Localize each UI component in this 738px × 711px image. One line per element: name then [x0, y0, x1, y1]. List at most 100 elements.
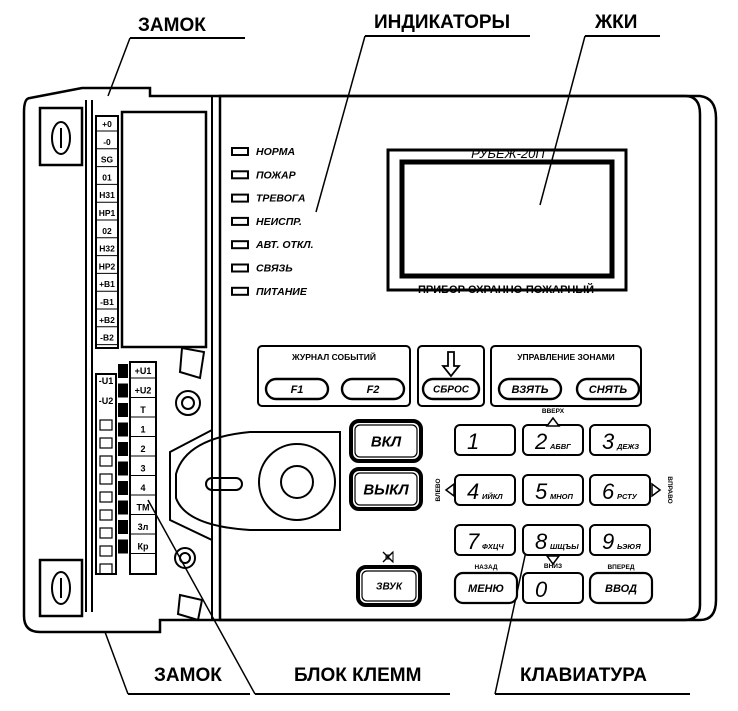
indicator-label: ПИТАНИЕ	[256, 286, 308, 298]
menu-button[interactable]	[453, 571, 519, 605]
disarm-button[interactable]	[575, 377, 641, 401]
lcd-bezel	[386, 148, 628, 292]
front-panel	[218, 94, 702, 622]
indicator-label: НОРМА	[256, 146, 295, 158]
terminal-label: -U1	[99, 376, 114, 386]
terminal-slot	[99, 473, 113, 485]
terminal-slot	[99, 527, 113, 539]
off-button-inner	[354, 472, 418, 506]
terminal-label: +0	[102, 119, 112, 129]
enter-button[interactable]	[588, 571, 654, 605]
nav-forward-label: ВПЕРЕД	[607, 564, 634, 571]
terminal-labels: +0-0SG01H31HP102H32HP2+B1-B1+B2-B2+U1+U2…	[96, 119, 156, 575]
key-4[interactable]	[454, 474, 516, 506]
key-digit: 6	[602, 479, 615, 504]
reset-button[interactable]	[421, 377, 481, 401]
journal-group-title: ЖУРНАЛ СОБЫТИЙ	[291, 351, 376, 362]
left-arrow-icon	[444, 482, 455, 498]
terminal-label: -B2	[100, 333, 114, 343]
speaker-icon	[385, 550, 394, 564]
terminal-label: +B2	[99, 315, 115, 325]
indicator-led	[231, 147, 249, 156]
key-9[interactable]	[589, 524, 651, 556]
arm-button[interactable]	[497, 377, 563, 401]
nav-left-label: ВЛЕВО	[435, 478, 442, 501]
menu-button-label: МЕНЮ	[468, 583, 504, 595]
terminal-label: 3	[140, 464, 145, 474]
key-letters: ЬЭЮЯ	[617, 542, 641, 551]
key-letters: МНОП	[550, 492, 573, 501]
indicator-led	[231, 263, 249, 273]
terminal-slot	[99, 563, 113, 575]
ground-screw-top	[175, 390, 201, 416]
key-digit: 5	[535, 479, 548, 504]
terminal-label: -0	[103, 137, 111, 147]
key-letters: РСТУ	[617, 492, 638, 501]
indicator-led	[231, 286, 249, 296]
leader-terminal	[147, 499, 256, 695]
indicator-label: ПОЖАР	[256, 169, 297, 181]
device-caption: ПРИБОР ОХРАННО-ПОЖАРНЫЙ	[418, 283, 594, 296]
rotary-knob-outer	[258, 443, 336, 521]
terminal-housing	[169, 428, 213, 542]
terminal-label: HP1	[99, 208, 116, 218]
key-letters: ФХЦЧ	[482, 542, 504, 551]
indicator-led	[231, 216, 249, 226]
key-6[interactable]	[589, 474, 651, 506]
terminal-label: SG	[101, 155, 114, 165]
leader-lcd	[539, 35, 586, 206]
sound-button[interactable]	[356, 565, 422, 607]
terminal-screw	[118, 520, 128, 534]
terminal-label: -U2	[99, 396, 114, 406]
terminal-screw	[118, 422, 128, 437]
terminal-screw	[118, 500, 128, 515]
off-button[interactable]	[349, 467, 423, 511]
key-1[interactable]	[454, 424, 516, 456]
key-letters: ИЙКЛ	[482, 492, 503, 501]
lock-top-keyhole	[51, 121, 71, 155]
key-digit: 2	[534, 429, 547, 454]
terminal-label: T	[140, 405, 146, 415]
key-7[interactable]	[454, 524, 516, 556]
callout-keyboard: КЛАВИАТУРА	[520, 665, 647, 686]
key-8[interactable]	[522, 524, 584, 556]
terminal-screw	[118, 383, 128, 398]
ground-screw-bottom-inner	[179, 552, 191, 564]
terminal-label: +U1	[135, 366, 152, 376]
key-5[interactable]	[522, 474, 584, 506]
key-digit: 1	[467, 429, 479, 454]
f1-button[interactable]	[264, 377, 330, 401]
callout-terminal-block: БЛОК КЛЕММ	[294, 665, 422, 686]
terminal-slot	[99, 437, 113, 449]
f1-button-label: F1	[291, 384, 304, 396]
latch-bottom	[176, 593, 204, 622]
lower-terminal-block-right	[129, 361, 157, 575]
lcd-display: РУБЕЖ-20П ПРИБОР ОХРАННО-ПОЖАРНЫЙ	[386, 146, 628, 296]
terminal-label: 3л	[138, 522, 149, 532]
callout-lock-bottom: ЗАМОК	[154, 665, 222, 686]
on-button[interactable]	[349, 419, 423, 463]
terminal-screw	[118, 403, 128, 417]
terminal-label: H31	[99, 190, 115, 200]
key-3[interactable]	[589, 424, 651, 456]
indicator-led	[231, 240, 249, 250]
f2-button-label: F2	[367, 384, 380, 396]
callout-lock-top: ЗАМОК	[138, 15, 206, 36]
device-model: РУБЕЖ-20П	[471, 146, 545, 161]
terminal-label: 1	[140, 425, 145, 435]
sound-button-inner	[361, 570, 417, 602]
sound-button-label: ЗВУК	[376, 582, 403, 593]
key-letters: АБВГ	[549, 442, 571, 451]
on-button-inner	[354, 424, 418, 458]
lcd-screen	[399, 159, 615, 279]
key-letters: ШЩЪЫ	[550, 542, 579, 551]
terminal-screw	[118, 539, 128, 554]
leader-keyboard	[494, 541, 529, 695]
disarm-button-label: СНЯТЬ	[589, 384, 628, 396]
rotary-knob-inner	[280, 465, 314, 499]
f2-button[interactable]	[340, 377, 406, 401]
ground-screw-top-inner	[181, 396, 195, 410]
key-0[interactable]	[522, 572, 584, 604]
